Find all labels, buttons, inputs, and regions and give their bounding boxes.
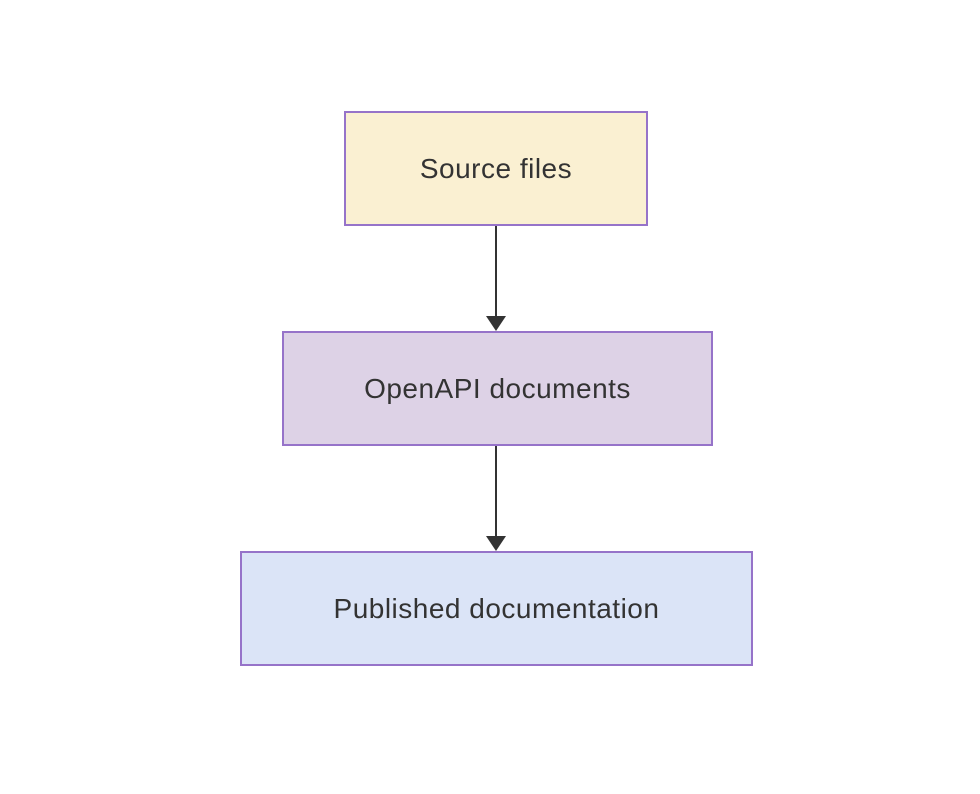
node-source-files-label: Source files xyxy=(419,152,573,184)
node-openapi-documents-label: OpenAPI documents xyxy=(364,372,631,404)
arrow-line xyxy=(495,446,497,538)
arrow-line xyxy=(495,226,497,318)
node-openapi-documents: OpenAPI documents xyxy=(282,331,713,446)
arrowhead-down-icon xyxy=(486,536,506,551)
node-source-files: Source files xyxy=(344,111,648,226)
node-published-documentation: Published documentation xyxy=(240,551,753,666)
node-published-documentation-label: Published documentation xyxy=(333,592,660,624)
arrowhead-down-icon xyxy=(486,316,506,331)
